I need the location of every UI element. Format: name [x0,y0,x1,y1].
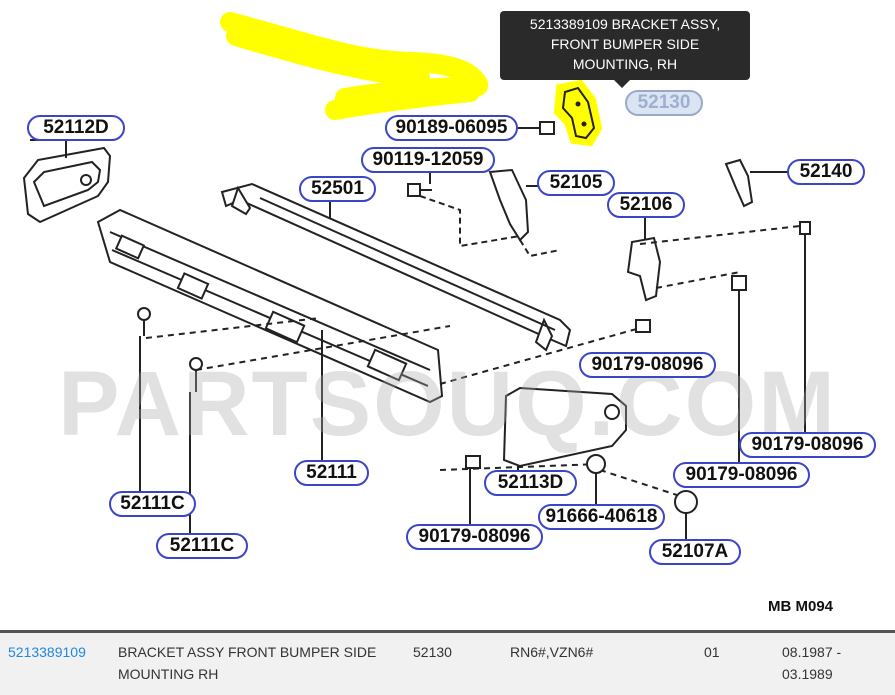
part-number-link[interactable]: 5213389109 [8,644,86,660]
callout-90179-08096-b[interactable]: 90179-08096 [739,432,876,458]
bracket-52130-highlight [553,79,603,147]
bumper-52111 [96,208,444,404]
tooltip-line-1: 5213389109 BRACKET ASSY, [529,16,721,32]
callout-90179-08096-d[interactable]: 90179-08096 [406,524,543,550]
tooltip-arrow [613,79,631,88]
nuts-90179 [465,221,811,526]
parts-diagram: PARTSOUQ.COM 5213389109 BRACKET ASSY, FR… [22,11,876,615]
bolt-90119 [407,172,521,248]
bolts-52111C [137,307,323,534]
part-tooltip: 5213389109 BRACKET ASSY, FRONT BUMPER SI… [500,11,750,88]
part-description: BRACKET ASSY FRONT BUMPER SIDE MOUNTING … [118,644,377,682]
part-qty: 01 [704,644,720,660]
diagram-drawing [22,12,811,540]
callout-52107A[interactable]: 52107A [649,539,741,565]
nut-90189 [518,121,555,135]
corner-52113D [502,386,627,474]
callout-52501[interactable]: 52501 [299,176,376,202]
callout-52112D[interactable]: 52112D [27,115,125,141]
tooltip-line-3: MOUNTING, RH [572,56,678,72]
parts-table-row[interactable]: 5213389109 BRACKET ASSY FRONT BUMPER SID… [0,630,895,695]
callout-90179-08096-c[interactable]: 90179-08096 [673,462,810,488]
bracket-52140 [724,158,790,208]
callout-90179-08096-a[interactable]: 90179-08096 [579,352,716,378]
reinforcement-52501 [220,182,572,352]
callout-52106[interactable]: 52106 [607,192,685,218]
callout-90189-06095[interactable]: 90189-06095 [385,115,518,141]
highlight-arrow [220,12,488,120]
side-cover-52112D [22,139,112,224]
grommet-52107A [674,490,698,540]
part-ref: 52130 [413,644,452,660]
callout-52140[interactable]: 52140 [787,159,865,185]
callout-52111[interactable]: 52111 [294,460,369,486]
diagram-code: MB M094 [768,598,834,615]
part-models: RN6#,VZN6# [510,644,594,660]
callout-52105[interactable]: 52105 [537,170,615,196]
callout-52113D[interactable]: 52113D [484,470,577,496]
callout-91666-40618[interactable]: 91666-40618 [538,504,665,530]
clip-91666 [586,454,606,506]
bracket-52106 [626,214,662,302]
part-date: 08.1987 - 03.1989 [782,644,842,682]
tooltip-line-2: FRONT BUMPER SIDE [550,36,700,52]
callout-52130[interactable]: 52130 [625,90,703,116]
callout-52111C-a[interactable]: 52111C [109,491,196,517]
callout-90119-12059[interactable]: 90119-12059 [361,147,495,173]
callout-52111C-b[interactable]: 52111C [156,533,248,559]
